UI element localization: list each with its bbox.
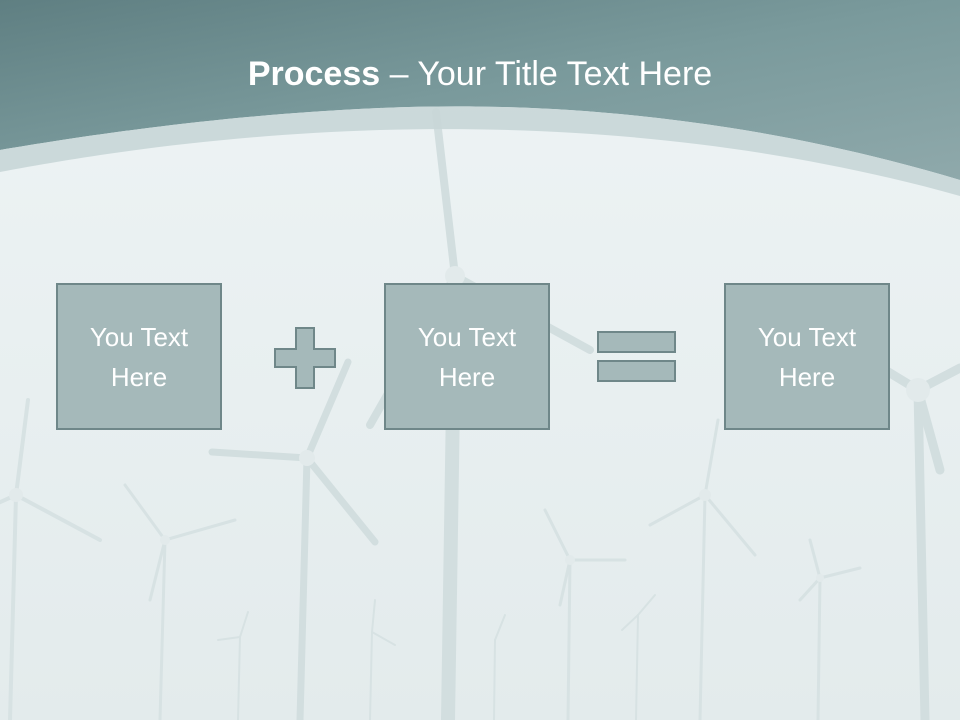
plus-icon bbox=[274, 327, 336, 389]
process-box-1-text: You Text Here bbox=[89, 321, 189, 392]
equals-icon bbox=[597, 331, 676, 382]
header-swoosh bbox=[0, 106, 960, 196]
process-box-3-text: You Text Here bbox=[757, 321, 857, 392]
turbines-far bbox=[0, 398, 862, 720]
process-box-2[interactable]: You Text Here bbox=[384, 283, 550, 430]
slide-title: Process – Your Title Text Here bbox=[0, 50, 960, 98]
process-box-2-text: You Text Here bbox=[417, 321, 517, 392]
title-rest: – Your Title Text Here bbox=[380, 55, 713, 93]
process-box-3[interactable]: You Text Here bbox=[724, 283, 890, 430]
header-band bbox=[0, 0, 960, 180]
title-strong: Process bbox=[247, 55, 381, 93]
process-box-1[interactable]: You Text Here bbox=[56, 283, 222, 430]
